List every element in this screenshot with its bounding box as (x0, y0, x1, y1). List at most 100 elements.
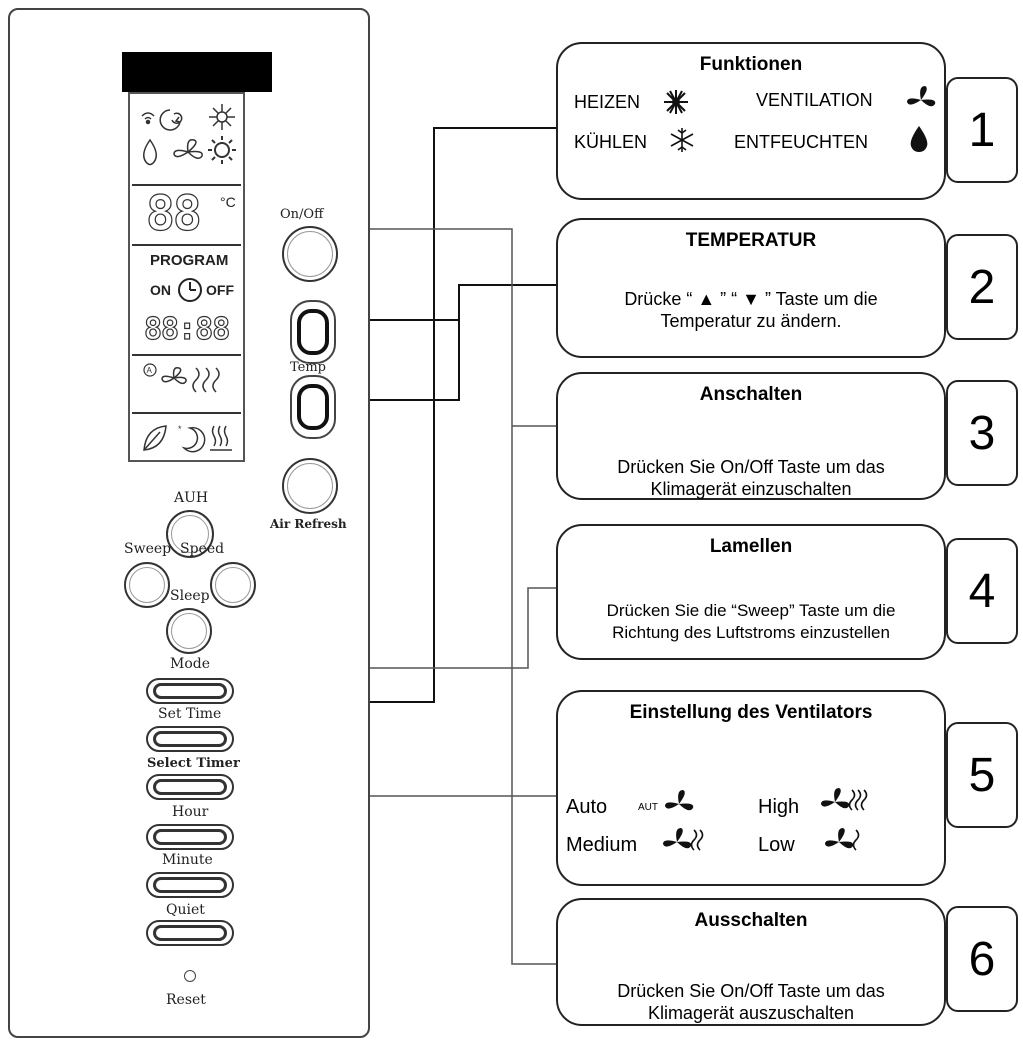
svg-text:*: * (178, 424, 182, 434)
quiet-label: Quiet (166, 902, 205, 918)
fan-high-icon (821, 788, 868, 811)
callout-desc-line1: Drücke “ ▲ ” “ ▼ ” Taste um die (624, 289, 878, 309)
ventilation-mode-label: VENTILATION (756, 90, 873, 110)
auto-badge-icon: A (143, 363, 157, 377)
ir-window (122, 52, 272, 92)
connector-temp-down (342, 320, 460, 401)
fan-low-label: Low (758, 834, 795, 856)
select-timer-button[interactable] (146, 774, 234, 800)
set-time-button[interactable] (146, 726, 234, 752)
callout-desc-line2: Klimagerät einzuschalten (650, 479, 852, 499)
sleep-label: Sleep (170, 588, 210, 604)
cool-snowflake-icon (670, 128, 694, 152)
lcd-time-digits: 88:88 (143, 311, 231, 347)
callout-title: Funktionen (699, 54, 803, 75)
callout-desc-line1: Drücken Sie On/Off Taste um das (617, 981, 885, 1001)
callout-number: 5 (946, 722, 1018, 828)
fan-icon (907, 86, 936, 107)
leaf-icon (143, 425, 167, 451)
wind-waves-icon (192, 367, 220, 393)
fan-medium-label: Medium (566, 834, 638, 856)
dehumidify-mode-label: ENTFEUCHTEN (734, 132, 868, 152)
select-timer-label: Select Timer (147, 756, 240, 771)
cool-snowflake-icon (209, 104, 235, 130)
reset-label: Reset (166, 992, 206, 1008)
speed-label: Speed (180, 541, 225, 557)
fan-auto-label: Auto (566, 796, 608, 818)
fan-medium-icon (663, 828, 704, 851)
connector-onoff (338, 228, 556, 965)
mode-label: Mode (170, 656, 211, 672)
lcd-display: 88 °C PROGRAM ON OFF 88:88 A (128, 92, 245, 462)
lcd-temp-digits: 88 (145, 185, 202, 242)
minute-button[interactable] (146, 872, 234, 898)
callout-title: Lamellen (709, 536, 793, 557)
clock-icon (178, 278, 202, 302)
lcd-temp-unit: °C (220, 194, 236, 210)
lcd-divider (132, 244, 241, 246)
speed-button[interactable] (210, 562, 256, 608)
callout-lamellen: Lamellen Drücken Sie die “Sweep” Taste u… (556, 524, 946, 660)
hour-button[interactable] (146, 824, 234, 850)
auto-cycle-icon (159, 109, 183, 131)
fan-auto-tag: AUT (638, 802, 658, 813)
hour-label: Hour (172, 804, 209, 820)
connector-temp-up (342, 284, 556, 321)
minute-label: Minute (162, 852, 213, 868)
callout-number: 4 (946, 538, 1018, 644)
fan-auto-icon (665, 790, 694, 811)
temp-down-button[interactable] (290, 375, 336, 439)
cool-mode-label: KÜHLEN (574, 132, 648, 152)
auh-label: AUH (174, 490, 209, 506)
callout-funktionen: Funktionen HEIZEN VENTILATION KÜHLEN ENT… (556, 42, 946, 200)
lcd-on-label: ON (150, 282, 171, 298)
onoff-label: On/Off (280, 207, 324, 222)
callout-ventilator: Einstellung des Ventilators Auto AUT Hig… (556, 690, 946, 886)
signal-icon (141, 112, 155, 125)
svg-text:A: A (147, 366, 153, 375)
fan-icon (173, 139, 203, 159)
callout-number: 6 (946, 906, 1018, 1012)
fan-low-icon (825, 828, 860, 851)
fan-high-label: High (758, 796, 800, 818)
onoff-button[interactable] (282, 226, 338, 282)
callout-desc-line1: Drücken Sie die “Sweep” Taste um die (606, 601, 896, 620)
heat-icon (664, 90, 688, 114)
callout-number: 1 (946, 77, 1018, 183)
mode-button[interactable] (146, 678, 234, 704)
lcd-mode-icons (141, 104, 236, 166)
callout-desc-line1: Drücken Sie On/Off Taste um das (617, 457, 885, 477)
air-refresh-button[interactable] (282, 458, 338, 514)
sweep-button[interactable] (124, 562, 170, 608)
lcd-divider (132, 354, 241, 356)
sleep-moon-icon: * (178, 424, 206, 453)
dry-drop-icon (143, 138, 157, 166)
callout-title: TEMPERATUR (685, 230, 817, 251)
fan-icon (161, 366, 187, 385)
callout-anschalten: Anschalten Drücken Sie On/Off Taste um d… (556, 372, 946, 500)
callout-desc-line2: Temperatur zu ändern. (660, 311, 842, 331)
air-refresh-label: Air Refresh (270, 517, 347, 531)
callout-title: Einstellung des Ventilators (629, 702, 873, 723)
lcd-fan-speed-icons: A (143, 363, 220, 393)
callout-title: Anschalten (699, 384, 803, 405)
lcd-extra-icons: * (143, 424, 232, 453)
lcd-program-label: PROGRAM (150, 252, 229, 269)
sleep-button[interactable] (166, 608, 212, 654)
auh-button[interactable] (166, 510, 214, 558)
sweep-label: Sweep (124, 541, 172, 557)
callout-title: Ausschalten (694, 910, 808, 931)
water-drop-icon (910, 126, 928, 152)
lcd-divider (132, 184, 241, 186)
reset-button[interactable] (184, 970, 196, 982)
temp-label: Temp (290, 360, 327, 375)
callout-temperatur: TEMPERATUR Drücke “ ▲ ” “ ▼ ” Taste um d… (556, 218, 946, 358)
lcd-off-label: OFF (206, 282, 234, 298)
callout-number: 3 (946, 380, 1018, 486)
quiet-button[interactable] (146, 920, 234, 946)
temp-up-button[interactable] (290, 300, 336, 364)
lcd-divider (132, 412, 241, 414)
heater-icon (210, 425, 232, 451)
callout-desc-line2: Richtung des Luftstroms einzustellen (612, 623, 890, 642)
